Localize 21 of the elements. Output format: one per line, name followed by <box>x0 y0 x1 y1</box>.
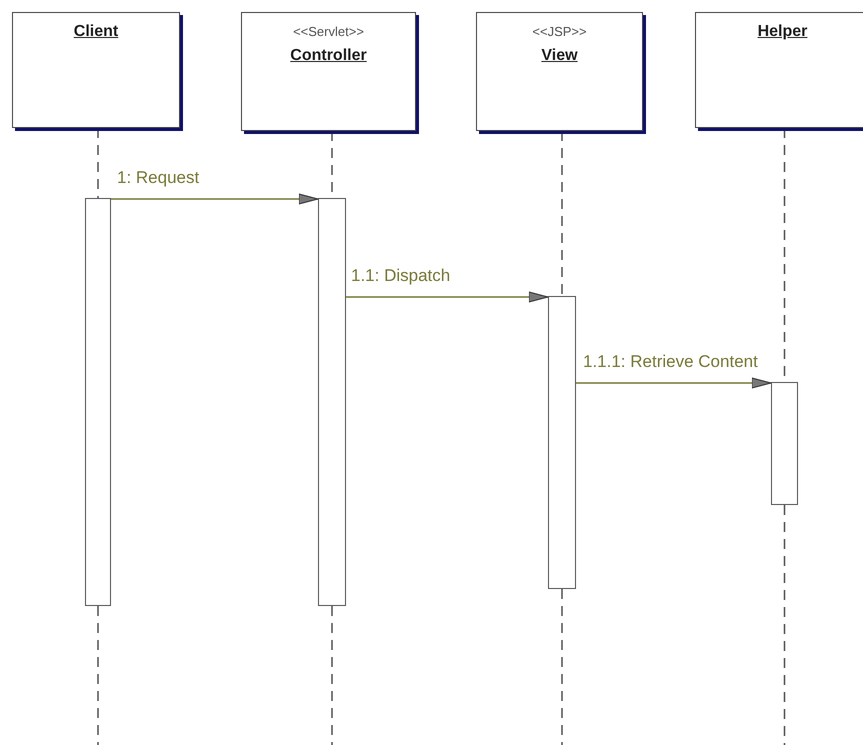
activation-bar <box>771 382 798 505</box>
object-name: View <box>541 47 578 65</box>
lifeline <box>97 128 99 198</box>
lifeline-header-box <box>695 12 863 128</box>
message-arrow <box>576 378 772 388</box>
object-name: Helper <box>758 23 808 41</box>
lifeline-header-box <box>241 12 416 131</box>
object-name: Controller <box>290 47 367 65</box>
activation-bar <box>85 198 111 606</box>
lifeline-header-box <box>476 12 643 131</box>
message-label: 1: Request <box>116 168 200 188</box>
stereotype-label: <<JSP>> <box>532 24 587 39</box>
lifeline <box>561 131 563 296</box>
message-arrow <box>346 292 548 302</box>
message-arrow <box>111 194 318 204</box>
stereotype-label: <<Servlet>> <box>293 24 364 39</box>
activation-bar <box>548 296 576 589</box>
message-label: 1.1: Dispatch <box>350 266 452 286</box>
lifeline-header-box <box>12 12 180 128</box>
activation-bar <box>318 198 346 606</box>
object-name: Client <box>74 23 118 41</box>
